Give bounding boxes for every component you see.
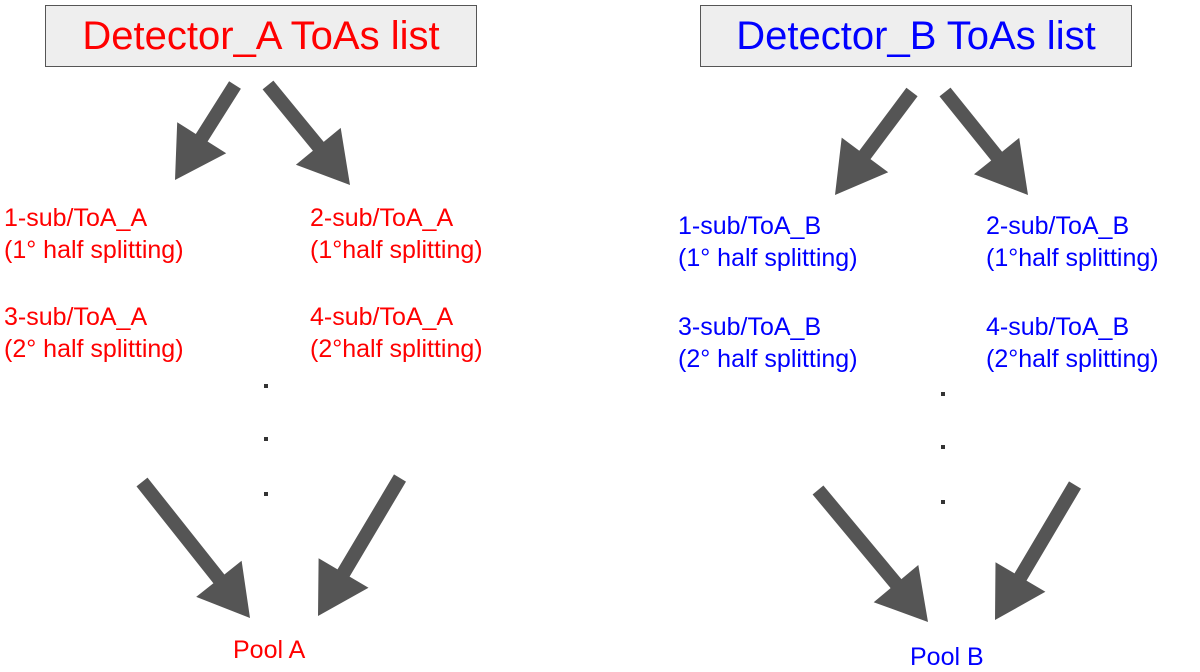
detector-a-item-1-desc: (1° half splitting) — [4, 236, 184, 264]
detector-b-item-3-name: 3-sub/ToA_B — [678, 313, 822, 341]
detector-a-item-1: 1-sub/ToA_A (1° half splitting) — [4, 202, 184, 266]
detector-a-item-4-desc: (2°half splitting) — [310, 335, 483, 363]
detector-a-item-2: 2-sub/ToA_A (1°half splitting) — [310, 202, 483, 266]
detector-b-item-1: 1-sub/ToA_B (1° half splitting) — [678, 210, 858, 274]
detector-a-item-1-name: 1-sub/ToA_A — [4, 204, 148, 232]
pool-a-label: Pool A — [233, 636, 306, 664]
detector-b-item-4: 4-sub/ToA_B (2°half splitting) — [986, 311, 1159, 375]
detector-b-item-2: 2-sub/ToA_B (1°half splitting) — [986, 210, 1159, 274]
detector-b-item-2-name: 2-sub/ToA_B — [986, 212, 1130, 240]
pool-b-label: Pool B — [910, 643, 984, 671]
arrow-b-title-to-right — [939, 87, 1028, 195]
detector-a-item-4: 4-sub/ToA_A (2°half splitting) — [310, 301, 483, 365]
continuation-dot — [941, 445, 945, 449]
continuation-dot — [941, 500, 945, 504]
arrow-b-title-to-left — [835, 87, 918, 195]
detector-b-item-4-name: 4-sub/ToA_B — [986, 313, 1130, 341]
arrow-a-title-to-left — [175, 81, 241, 180]
continuation-dot — [264, 437, 268, 441]
arrow-a-to-pool-left — [136, 477, 250, 618]
detector-a-item-2-desc: (1°half splitting) — [310, 236, 483, 264]
detector-a-item-2-name: 2-sub/ToA_A — [310, 204, 454, 232]
detector-a-item-3-name: 3-sub/ToA_A — [4, 303, 148, 331]
detector-b-item-3-desc: (2° half splitting) — [678, 345, 858, 373]
detector-b-item-3: 3-sub/ToA_B (2° half splitting) — [678, 311, 858, 375]
continuation-dot — [264, 384, 268, 388]
detector-a-item-3: 3-sub/ToA_A (2° half splitting) — [4, 301, 184, 365]
detector-b-title: Detector_B ToAs list — [700, 5, 1132, 67]
detector-a-item-3-desc: (2° half splitting) — [4, 335, 184, 363]
arrow-b-to-pool-right — [995, 481, 1081, 620]
continuation-dot — [264, 492, 268, 496]
detector-b-item-4-desc: (2°half splitting) — [986, 345, 1159, 373]
arrow-a-to-pool-right — [318, 474, 406, 616]
continuation-dot — [941, 392, 945, 396]
detector-b-item-2-desc: (1°half splitting) — [986, 244, 1159, 272]
detector-b-item-1-desc: (1° half splitting) — [678, 244, 858, 272]
arrow-a-title-to-right — [262, 80, 350, 185]
detector-a-title: Detector_A ToAs list — [45, 5, 477, 67]
detector-b-item-1-name: 1-sub/ToA_B — [678, 212, 822, 240]
detector-a-item-4-name: 4-sub/ToA_A — [310, 303, 454, 331]
arrow-b-to-pool-left — [812, 485, 928, 622]
